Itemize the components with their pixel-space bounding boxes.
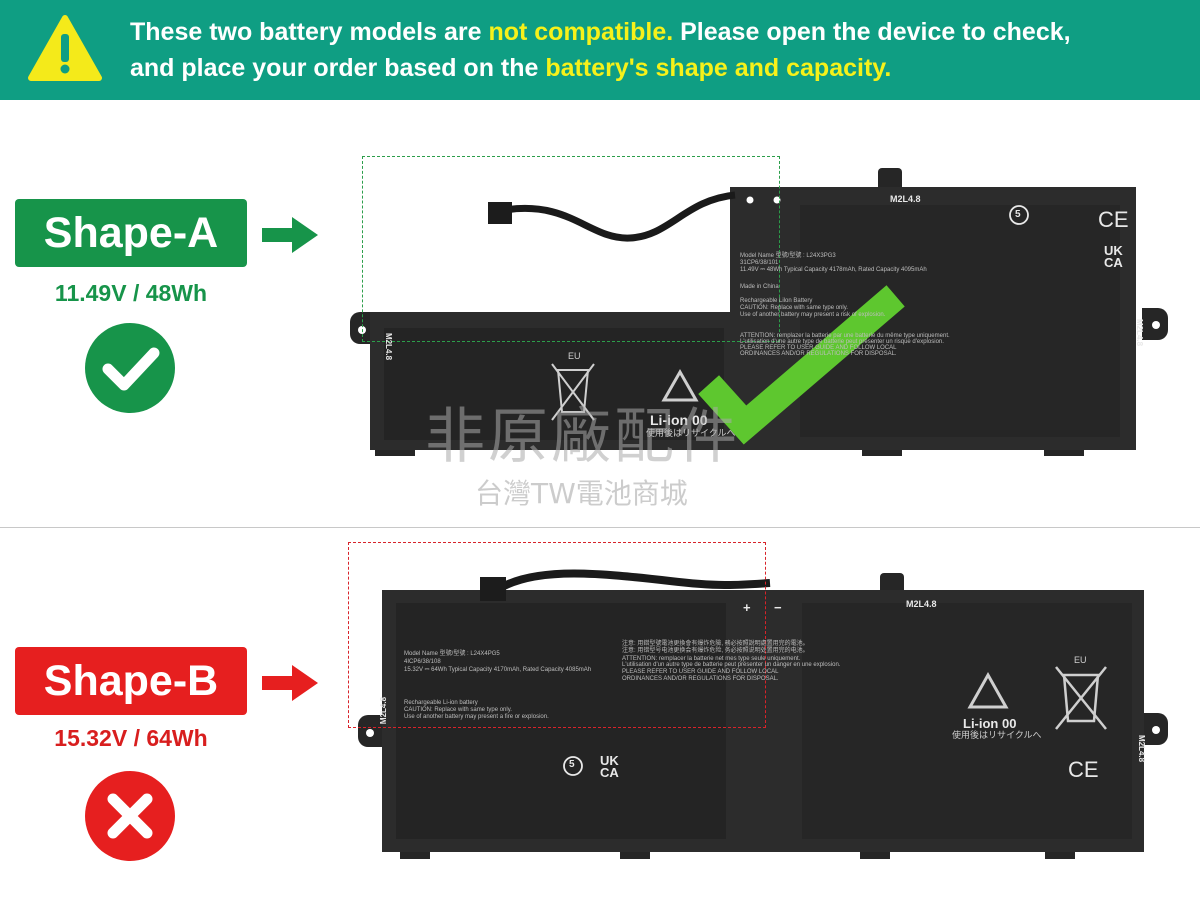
recycle-jp-text: 使用後はリサイクルへ [952,730,1042,740]
eu-mark: EU [1074,655,1087,665]
li-ion-mark: Li-ion 00 [650,412,708,428]
battery-warning-cn: 注意: 用错型号电池更换会有爆炸危险, 务必按照说明处置用完的电池。 [622,648,809,654]
five-year-mark: 5 [1015,209,1021,220]
shape-a-highlight-box [362,156,780,342]
screw-mark: M2L4.8 [1137,734,1147,763]
x-circle-icon [85,771,175,861]
battery-caution: Use of another battery may present a fir… [404,714,549,720]
battery-capacity: 15.32V ⎓ 64Wh Typical Capacity 4170mAh, … [404,667,592,673]
battery-caution: Use of another battery may present a ris… [740,312,886,318]
battery-model: Model Name 型號/型號 : L24X4PG5 [404,651,500,657]
battery-disposal: PLEASE REFER TO USER GUIDE AND FOLLOW LO… [740,345,897,351]
warning-icon [28,15,102,81]
battery-attention: ATTENTION: remplacer la batterie net mes… [622,656,801,662]
plus-terminal-mark: + [743,600,751,615]
battery-a-image [350,168,1168,456]
ce-mark: CE [1098,207,1129,232]
shape-b-label: Shape-B [15,647,247,715]
battery-disposal: ORDINANCES AND/OR REGULATIONS FOR DISPOS… [622,676,779,682]
battery-type: Rechargeable Li-ion battery [404,700,478,706]
battery-type: Rechargeable Lilon Battery [740,298,813,304]
battery-warning-cn: 注意: 用錯型號電池更換會有爆炸危險, 務必按照說明處置用完的電池。 [622,641,809,647]
battery-cells: 31CP6/38/101 [740,260,779,266]
banner-highlight-1: not compatible. [488,18,674,46]
minus-terminal-mark: − [774,600,782,615]
li-ion-mark: Li-ion 00 [963,716,1017,731]
shape-a-spec: 11.49V / 48Wh [54,280,208,306]
battery-attention: L'utilisation d'une autre type de batter… [740,339,944,345]
section-divider [0,527,1200,528]
watermark-subtitle: 台灣TW電池商城 [475,477,688,510]
shape-b-spec: 15.32V / 64Wh [54,725,208,751]
banner-message: These two battery models are not compati… [130,14,1190,86]
battery-disposal: ORDINANCES AND/OR REGULATIONS FOR DISPOS… [740,351,897,357]
eu-mark: EU [568,351,581,361]
battery-caution: CAUTION: Replace with same type only. [404,707,512,713]
check-circle-icon [85,323,175,413]
battery-caution: CAUTION: Replace with same type only. [740,305,848,311]
banner-highlight-2: battery's shape and capacity. [545,54,892,82]
ce-mark: CE [1068,757,1099,782]
warning-banner: These two battery models are not compati… [0,0,1200,100]
battery-attention: L'utilisation d'un autre type de batteri… [622,662,841,668]
watermark-title: 非原廠配件 [425,402,740,472]
recycle-jp-text: 使用後はリサイクルへ [646,428,736,438]
arrow-right-icon [262,665,318,701]
battery-model: Model Name 型號/型號 : L24X3PG3 [740,253,836,259]
arrow-right-icon [262,217,318,253]
battery-attention: ATTENTION: remplazer la batterie par une… [740,333,950,339]
battery-cells: 4ICP6/38/108 [404,659,441,665]
banner-line-2: and place your order based on the batter… [130,54,892,82]
five-year-mark: 5 [569,759,575,770]
screw-mark: M2L4.8 [890,194,921,204]
banner-line-1: These two battery models are not compati… [130,18,1071,46]
battery-b-image [358,569,1168,859]
battery-capacity: 11.49V ⎓ 48Wh Typical Capacity 4178mAh, … [740,267,927,273]
screw-mark: M2L4.8 [384,332,394,361]
battery-disposal: PLEASE REFER TO USER GUIDE AND FOLLOW LO… [622,669,779,675]
screw-mark: M2L4.8 [1135,318,1145,347]
screw-mark: M2L4.8 [906,599,937,609]
screw-mark: M2L4.8 [379,696,389,725]
shape-b-highlight-box [348,542,766,728]
made-in: Made in China [740,284,779,290]
shape-a-label: Shape-A [15,199,247,267]
